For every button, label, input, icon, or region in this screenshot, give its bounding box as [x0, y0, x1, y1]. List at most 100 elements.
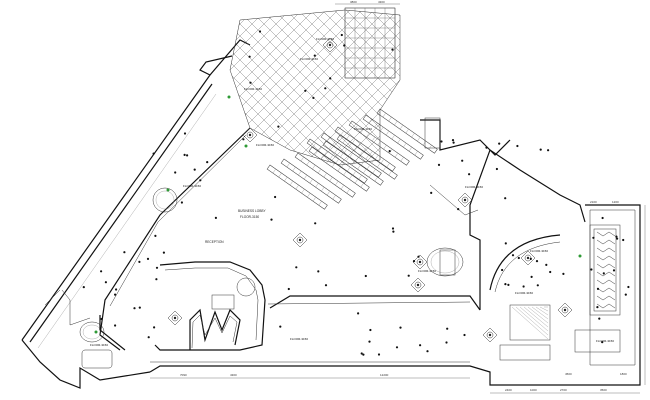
- light-dot: [539, 148, 542, 151]
- light-dot: [155, 266, 159, 269]
- green-marker: [227, 95, 231, 99]
- light-dot: [115, 288, 118, 291]
- dimension-lines: [150, 3, 646, 394]
- light-dot: [114, 293, 117, 296]
- light-dot: [242, 138, 245, 141]
- light-dot: [388, 150, 391, 153]
- light-dot: [364, 274, 367, 278]
- ceiling-tag: FLOOR-3150: [316, 37, 334, 41]
- diamond-marker: [167, 310, 183, 326]
- ceiling-tag: FLOOR-3150: [256, 143, 274, 147]
- dim-label: 4300: [230, 373, 237, 377]
- light-dot: [277, 125, 280, 128]
- dim-label: 4300: [378, 0, 385, 4]
- grid-ceiling: [229, 7, 401, 166]
- light-dot: [146, 257, 150, 260]
- dim-label: 2700: [560, 388, 567, 392]
- dim-label: 7090: [180, 373, 187, 377]
- light-dot: [329, 77, 332, 80]
- light-dot: [155, 278, 158, 281]
- diamond-marker: [322, 37, 338, 53]
- light-dot: [369, 328, 372, 332]
- light-dot: [547, 149, 550, 152]
- light-dot: [452, 141, 455, 144]
- light-dot: [324, 284, 328, 287]
- strip-lights: [266, 108, 438, 210]
- light-dot: [153, 326, 156, 329]
- diamond-marker: [412, 254, 428, 270]
- ceiling-tag: FLOOR-3150: [183, 184, 201, 188]
- light-dot: [596, 287, 600, 290]
- light-dot: [601, 341, 604, 344]
- light-dot: [426, 350, 429, 353]
- light-dot: [392, 230, 395, 233]
- light-dot: [174, 171, 177, 174]
- light-dot: [468, 173, 471, 176]
- light-dot: [270, 218, 273, 221]
- light-dot: [343, 44, 346, 47]
- diamond-marker: [242, 127, 258, 143]
- light-dot: [287, 287, 290, 291]
- light-dot: [549, 270, 552, 274]
- light-dot: [412, 260, 416, 263]
- light-dot: [214, 216, 217, 219]
- light-dot: [154, 234, 157, 237]
- light-dot: [313, 54, 316, 57]
- dimension-labels: 7090 4300 12200 2400 1000 2700 3500 3800…: [180, 0, 627, 392]
- light-dot: [193, 168, 196, 171]
- round-features: [79, 187, 561, 369]
- light-dot: [314, 222, 317, 225]
- light-dot: [317, 270, 320, 273]
- light-dot: [274, 195, 277, 199]
- light-dot: [451, 139, 455, 142]
- light-dot: [517, 256, 520, 260]
- light-dot: [324, 87, 327, 90]
- ceiling-tag: FLOOR-3150: [418, 269, 436, 273]
- light-dot: [495, 167, 498, 171]
- light-dot: [461, 159, 464, 162]
- light-dot: [362, 353, 365, 356]
- light-dot: [391, 48, 394, 51]
- green-marker: [244, 144, 248, 148]
- light-dot: [248, 55, 251, 58]
- light-dot: [457, 208, 460, 211]
- dim-label: 2100: [590, 200, 597, 204]
- dim-label: 3800: [350, 0, 357, 4]
- light-dot: [123, 251, 126, 254]
- light-dot: [545, 263, 548, 266]
- light-dot: [249, 81, 252, 84]
- light-dot: [138, 260, 141, 263]
- ceiling-tags: FLOOR-3150 FLOOR-3150 FLOOR-3150 FLOOR-3…: [90, 37, 614, 347]
- light-dot: [592, 236, 595, 239]
- diamond-markers: [167, 37, 573, 343]
- light-dot: [180, 201, 183, 204]
- diamond-marker: [557, 302, 573, 318]
- light-dot: [463, 333, 466, 337]
- light-dot: [114, 324, 117, 327]
- light-dot: [504, 197, 507, 200]
- light-dot: [340, 33, 343, 37]
- light-dot: [615, 235, 618, 238]
- light-dot: [446, 327, 449, 330]
- light-dot: [616, 237, 619, 240]
- light-dot: [100, 317, 103, 321]
- light-dot: [133, 307, 136, 310]
- light-dot: [437, 163, 441, 166]
- light-dot: [516, 144, 519, 148]
- light-dot: [104, 281, 107, 284]
- light-dot: [530, 275, 533, 278]
- room-label-reception: RECEPTION: [205, 240, 224, 244]
- light-dot: [522, 285, 525, 288]
- light-dot: [430, 191, 433, 194]
- ceiling-tag: FLOOR-3150: [354, 127, 372, 131]
- outer-walls: [21, 39, 641, 389]
- light-dot: [417, 255, 420, 258]
- light-dot: [183, 153, 186, 156]
- light-dot: [162, 251, 165, 254]
- light-dot: [419, 344, 422, 347]
- light-dot: [445, 341, 448, 344]
- light-dot: [360, 352, 363, 355]
- ceiling-tag: FLOOR-3150: [596, 339, 614, 343]
- light-dot: [536, 284, 539, 287]
- light-dot: [82, 286, 85, 289]
